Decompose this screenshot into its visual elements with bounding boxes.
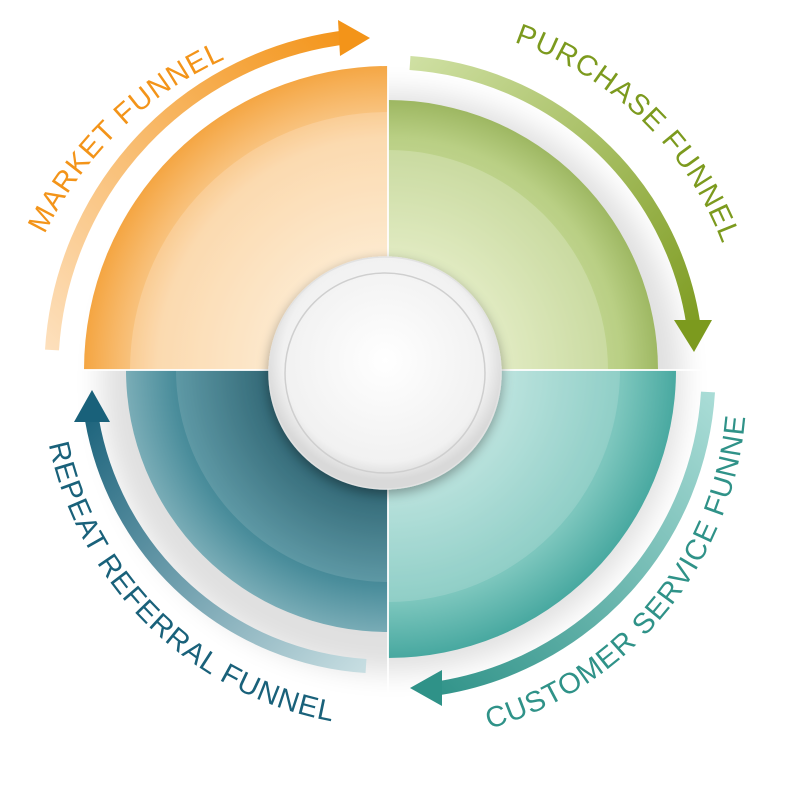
center-hub — [268, 256, 502, 490]
arrow-repeat-referral — [74, 390, 367, 673]
arrow-market — [45, 20, 370, 351]
arrow-customer-service — [410, 391, 715, 706]
arrow-purchase — [409, 56, 712, 352]
